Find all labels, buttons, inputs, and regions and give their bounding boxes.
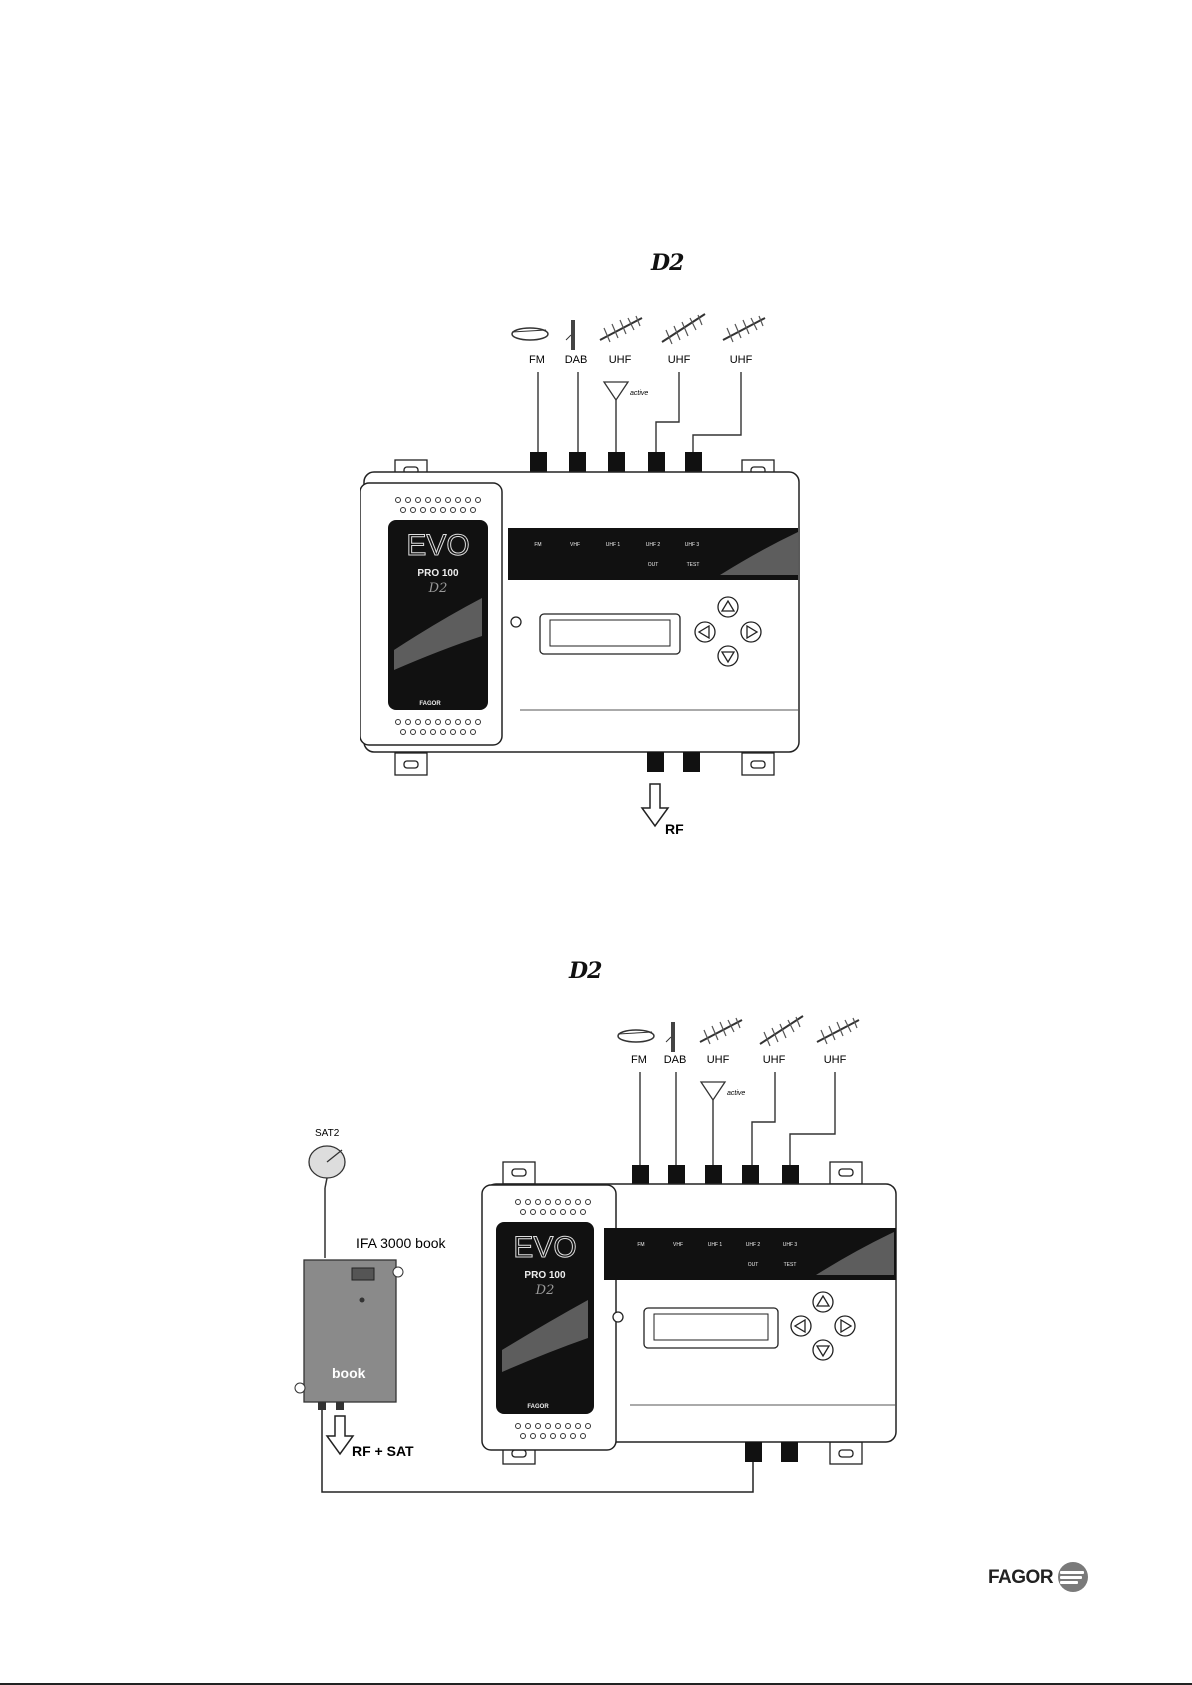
active-antenna-icon: active [701, 1082, 745, 1100]
maker-label: FAGOR [419, 701, 441, 707]
figure-2-svg: FM DAB UHF UHF UHF active SAT2 [290, 1010, 910, 1520]
status-led [511, 617, 521, 627]
uhf-yagi-icon [700, 1018, 742, 1044]
port-label: TEST [784, 1262, 797, 1268]
input-connectors [632, 1165, 799, 1185]
port-label: VHF [570, 542, 580, 548]
port-label: UHF 1 [606, 542, 621, 548]
status-led [613, 1312, 623, 1322]
active-antenna-icon: active [604, 382, 648, 400]
figure-1-svg: FM DAB UHF UHF UHF active [360, 300, 810, 845]
evo-brand: EVO [513, 1231, 576, 1264]
port-label: VHF [673, 1242, 683, 1248]
evo-brand: EVO [406, 529, 469, 562]
port-label: UHF 3 [685, 542, 700, 548]
active-label: active [630, 390, 648, 397]
port-label: UHF 3 [783, 1242, 798, 1248]
output-connectors [745, 1442, 798, 1462]
dab-antenna-icon [666, 1022, 675, 1052]
rf-output-label: RF [665, 821, 684, 837]
logo-text: FAGOR [988, 1567, 1053, 1589]
model-label: PRO 100 [524, 1270, 566, 1281]
port-label: OUT [648, 562, 659, 568]
port-label: UHF 2 [746, 1242, 761, 1248]
uhf-yagi-icon [662, 314, 705, 344]
variant-label: D2 [535, 1283, 555, 1298]
satellite-label: SAT2 [315, 1128, 340, 1139]
figure-2-title: D2 [569, 958, 601, 984]
antenna-label: UHF [824, 1054, 847, 1066]
antenna-label: DAB [565, 354, 588, 366]
active-label: active [727, 1090, 745, 1097]
fm-dipole-icon [512, 328, 548, 340]
port-label: UHF 2 [646, 542, 661, 548]
uhf-yagi-icon [600, 316, 642, 342]
ifa-label: IFA 3000 book [356, 1235, 447, 1251]
port-label: UHF 1 [708, 1242, 723, 1248]
rf-output-arrow-icon [642, 784, 668, 826]
uhf-yagi-icon [723, 316, 765, 342]
output-connectors [647, 752, 700, 772]
fagor-logo: FAGOR [988, 1562, 1088, 1596]
dab-antenna-icon [566, 320, 575, 350]
book-label: book [332, 1365, 366, 1381]
uhf-yagi-icon [760, 1016, 803, 1046]
input-connectors [530, 452, 702, 472]
figure-1-title: D2 [651, 250, 683, 276]
model-label: PRO 100 [417, 568, 459, 579]
antenna-label: DAB [664, 1054, 687, 1066]
fagor-logo-icon [1058, 1562, 1088, 1592]
antenna-cables [640, 1072, 835, 1165]
rf-sat-output-label: RF + SAT [352, 1443, 414, 1459]
satellite-dish-icon [309, 1146, 345, 1188]
antenna-label: UHF [763, 1054, 786, 1066]
maker-label: FAGOR [527, 1404, 549, 1410]
antenna-label: UHF [668, 354, 691, 366]
port-label: FM [637, 1242, 644, 1248]
antenna-cables [538, 372, 741, 452]
figure-1-diagram: FM DAB UHF UHF UHF active [360, 300, 810, 845]
fm-dipole-icon [618, 1030, 654, 1042]
port-label: OUT [748, 1262, 759, 1268]
antenna-label: FM [529, 354, 545, 366]
antenna-label: FM [631, 1054, 647, 1066]
rf-sat-output-arrow-icon [327, 1416, 353, 1454]
uhf-yagi-icon [817, 1018, 859, 1044]
antenna-label: UHF [707, 1054, 730, 1066]
figure-2-diagram: FM DAB UHF UHF UHF active SAT2 [290, 1010, 910, 1520]
variant-label: D2 [428, 581, 448, 596]
port-label: TEST [687, 562, 700, 568]
antenna-label: UHF [609, 354, 632, 366]
port-label: FM [534, 542, 541, 548]
antenna-label: UHF [730, 354, 753, 366]
